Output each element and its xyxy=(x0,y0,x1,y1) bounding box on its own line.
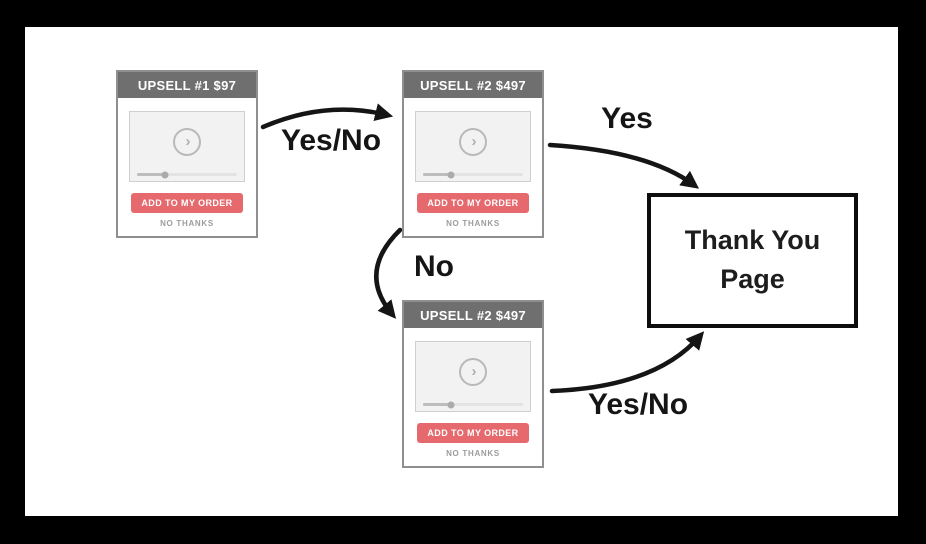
progress-knob xyxy=(447,401,455,408)
video-progress-bar xyxy=(137,171,237,178)
no-thanks-link[interactable]: NO THANKS xyxy=(160,219,214,228)
thank-you-line1: Thank You xyxy=(684,225,821,256)
video-progress-bar xyxy=(423,401,523,408)
edge-label-yes-no-1: Yes/No xyxy=(280,124,382,157)
arrow-upsell2-no-to-downsell xyxy=(374,227,403,319)
play-icon[interactable]: › xyxy=(459,127,487,156)
upsell-1-card: UPSELL #1 $97 › ADD TO MY ORDER NO THANK… xyxy=(116,70,258,238)
play-icon[interactable]: › xyxy=(459,357,487,386)
downsell-title: UPSELL #2 $497 xyxy=(404,302,542,328)
add-to-order-button[interactable]: ADD TO MY ORDER xyxy=(417,193,529,213)
video-placeholder: › xyxy=(415,111,531,182)
downsell-card: UPSELL #2 $497 › ADD TO MY ORDER NO THAN… xyxy=(402,300,544,468)
play-glyph: › xyxy=(471,133,477,150)
thank-you-page-node: Thank You Page xyxy=(647,193,858,328)
video-placeholder: › xyxy=(129,111,245,182)
add-to-order-button[interactable]: ADD TO MY ORDER xyxy=(131,193,243,213)
arrow-downsell-to-thankyou xyxy=(549,331,705,394)
progress-knob xyxy=(161,171,169,178)
edge-label-yes-no-2: Yes/No xyxy=(587,388,689,421)
upsell-2-title: UPSELL #2 $497 xyxy=(404,72,542,98)
edge-label-no: No xyxy=(414,250,454,283)
video-placeholder: › xyxy=(415,341,531,412)
no-thanks-link[interactable]: NO THANKS xyxy=(446,219,500,228)
progress-knob xyxy=(447,171,455,178)
add-to-order-button[interactable]: ADD TO MY ORDER xyxy=(417,423,529,443)
arrow-upsell1-to-upsell2 xyxy=(260,103,394,130)
play-icon[interactable]: › xyxy=(173,127,201,156)
thank-you-line2: Page xyxy=(720,264,785,294)
play-glyph: › xyxy=(471,363,477,380)
play-glyph: › xyxy=(185,133,191,150)
arrow-upsell2-yes-to-thankyou xyxy=(547,142,700,189)
progress-fill xyxy=(423,173,451,176)
progress-fill xyxy=(137,173,165,176)
video-progress-bar xyxy=(423,171,523,178)
upsell-2-card: UPSELL #2 $497 › ADD TO MY ORDER NO THAN… xyxy=(402,70,544,238)
no-thanks-link[interactable]: NO THANKS xyxy=(446,449,500,458)
edge-label-yes: Yes xyxy=(601,102,653,135)
upsell-1-title: UPSELL #1 $97 xyxy=(118,72,256,98)
progress-fill xyxy=(423,403,451,406)
